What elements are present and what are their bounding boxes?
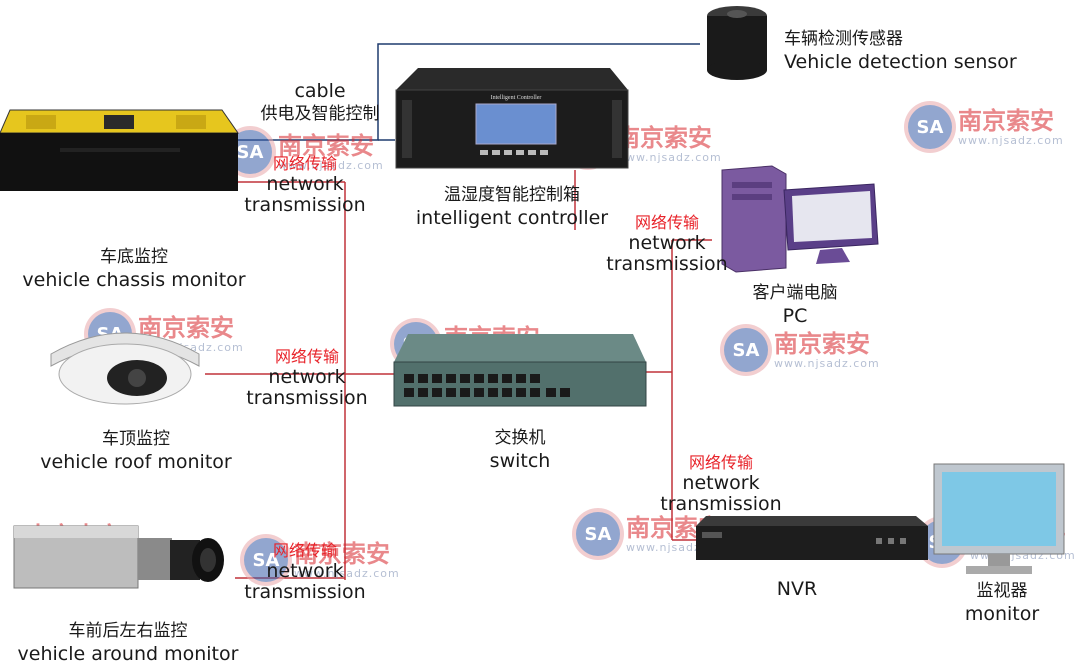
- sa-logo-icon: SA: [244, 538, 288, 582]
- around-label: 车前后左右监控 vehicle around monitor: [17, 621, 239, 665]
- cable-label: cable 供电及智能控制: [260, 80, 380, 124]
- monitor-icon: [933, 463, 1065, 574]
- pc-label: 客户端电脑 PC: [752, 283, 838, 327]
- network-label-pc: 网络传输 network transmission: [606, 213, 728, 275]
- switch-label: 交换机 switch: [489, 428, 551, 472]
- chassis-scanner-icon: [0, 109, 239, 191]
- pc-icon: [721, 165, 879, 273]
- controller-icon: Intelligent Controller: [395, 68, 629, 169]
- network-label-roof: 网络传输 network transmission: [246, 347, 368, 409]
- sa-logo-icon: SA: [576, 512, 620, 556]
- controller-label: 温湿度智能控制箱 intelligent controller: [415, 185, 609, 229]
- svg-text:Intelligent Controller: Intelligent Controller: [491, 95, 542, 101]
- network-label-chassis: 网络传输 network transmission: [244, 154, 366, 216]
- nvr-label: NVR: [776, 578, 818, 600]
- monitor-label: 监视器 monitor: [964, 581, 1040, 625]
- network-label-nvr: 网络传输 network transmission: [660, 453, 782, 515]
- cable-line: [238, 43, 700, 141]
- sensor-label: 车辆检测传感器 Vehicle detection sensor: [784, 29, 1017, 73]
- chassis-label: 车底监控 vehicle chassis monitor: [22, 247, 246, 291]
- roof-label: 车顶监控 vehicle roof monitor: [40, 429, 232, 473]
- sensor-icon: [707, 6, 767, 80]
- box-camera-icon: [13, 525, 224, 589]
- nvr-icon: [696, 516, 928, 560]
- roof-camera-icon: [50, 332, 200, 405]
- switch-icon: [393, 334, 647, 407]
- network-label-around: 网络传输 network transmission: [244, 541, 366, 603]
- sa-logo-icon: SA: [908, 105, 952, 149]
- sa-logo-icon: SA: [724, 328, 768, 372]
